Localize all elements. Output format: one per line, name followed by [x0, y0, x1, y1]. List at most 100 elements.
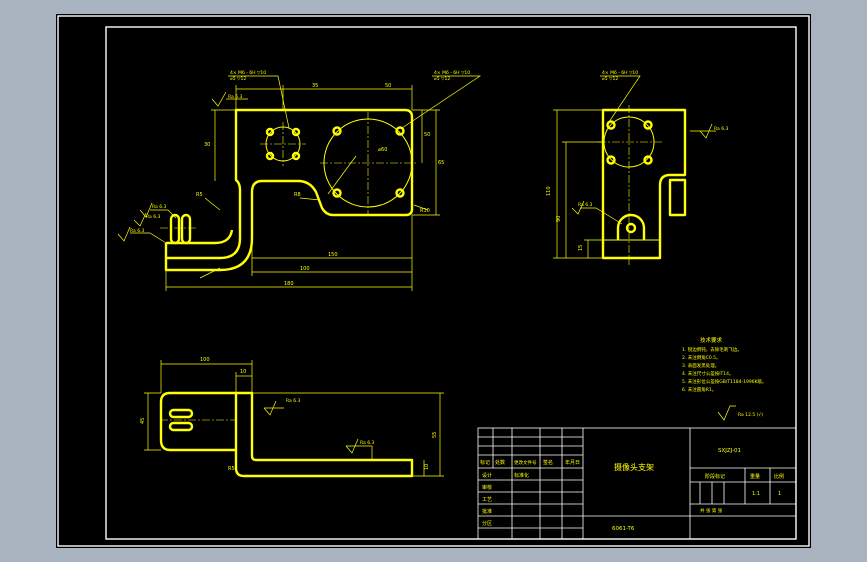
bottom-view-slot: [168, 421, 194, 432]
title-label: 分区: [482, 520, 492, 527]
roughness-label: Ra 6.3: [146, 214, 161, 220]
dim-text: R5: [196, 192, 203, 198]
front-view-slot-1: [169, 213, 181, 245]
front-view-hole: [265, 127, 275, 137]
front-view-hole: [332, 188, 342, 198]
hole-callout-left: 4× M6 - 6H ▽10: [230, 70, 266, 76]
front-view-outline: [164, 108, 414, 272]
tech-note-line: 5. 未注形位公差按GB/T1184-1996K级。: [682, 378, 767, 385]
title-label: 阶段标记: [705, 473, 725, 480]
side-view-boss: [616, 213, 646, 240]
dim-text: 50: [385, 83, 391, 89]
dim-line: [327, 155, 357, 195]
dim-text: 100: [200, 357, 210, 363]
hole-callout-2: ⌀5 ▽12: [602, 76, 618, 82]
title-label: 标准化: [514, 472, 529, 479]
front-view-hole: [332, 126, 342, 136]
front-view-hole: [395, 126, 405, 136]
leader-line: [204, 197, 221, 211]
roughness-label: Ra 6.3: [286, 398, 301, 404]
roughness-label: Ra 6.3: [714, 126, 729, 132]
bottom-view-slot: [168, 408, 194, 419]
title-label: 共 张 第 张: [700, 507, 723, 514]
dim-text: R10: [420, 208, 430, 214]
dim-text: 150: [328, 252, 338, 258]
side-view-hole: [625, 222, 637, 234]
roughness-symbol: [139, 202, 153, 218]
title-label: 更改文件号: [514, 459, 537, 466]
dim-text: 110: [546, 186, 552, 196]
side-view-outline: [601, 108, 687, 260]
dim-text: 65: [438, 160, 444, 166]
front-view-hole: [291, 127, 301, 137]
side-view-hole: [606, 120, 616, 130]
sheet-value: 1: [778, 491, 781, 497]
leader-line: [413, 204, 429, 211]
outer-frame: [57, 15, 810, 547]
bottom-view-outline: [159, 391, 414, 478]
dim-text: 35: [312, 83, 318, 89]
tech-note-line: 1. 锐边倒钝，去除毛刺飞边。: [682, 346, 742, 353]
roughness-symbol: [263, 400, 277, 416]
tech-note-line: 4. 未注尺寸公差按IT14。: [682, 370, 734, 377]
dim-text: 50: [424, 132, 430, 138]
front-view: 4× M6 - 6H ▽10 ⌀5 ▽12 4× M6 - 6H ▽10 ⌀5 …: [117, 70, 482, 291]
front-view-slot-2: [180, 213, 192, 245]
dim-text: 10: [424, 464, 430, 470]
title-label: 处数: [495, 459, 505, 466]
roughness-symbol: [133, 212, 147, 227]
tech-notes-title: 技术要求: [700, 336, 723, 344]
roughness-symbol: [699, 123, 713, 139]
title-label: 签名: [543, 459, 553, 466]
title-label: 批准: [482, 508, 492, 515]
roughness-symbol: [717, 405, 736, 421]
title-block-border: [477, 427, 797, 540]
roughness-symbol: [345, 438, 359, 454]
front-view-hole: [395, 188, 405, 198]
roughness-symbol: [117, 226, 131, 242]
hole-callout: 4× M6 - 6H ▽10: [602, 70, 638, 76]
dim-text: 30: [204, 142, 210, 148]
title-label: 重量: [750, 473, 760, 480]
scale-value: 1:1: [752, 491, 760, 497]
leader-line: [580, 207, 623, 225]
material: 6061-T6: [612, 526, 635, 532]
title-label: 比例: [774, 473, 784, 480]
hole-callout-left-2: ⌀5 ▽12: [230, 76, 246, 82]
roughness-general: Ra 12.5 (√): [738, 412, 763, 418]
roughness-label: Ra 6.3: [578, 202, 593, 208]
title-label: 标记: [480, 459, 490, 466]
dim-text: 180: [284, 281, 294, 287]
side-view-hole: [643, 155, 653, 165]
side-view-hole: [643, 120, 653, 130]
dim-text: R8: [294, 192, 301, 198]
dim-text: 100: [300, 266, 310, 272]
roughness-label: Ra 6.3: [228, 94, 243, 100]
inner-frame: [105, 26, 797, 540]
drawing-code: SXJZJ-01: [718, 448, 741, 454]
leader-line: [228, 75, 290, 129]
dim-text: 45: [140, 418, 146, 424]
title-block: 标记 处数 更改文件号 签名 年月日 设计 标准化 审核 工艺 批准 分区 摄像…: [477, 427, 797, 540]
technical-notes: 技术要求 1. 锐边倒钝，去除毛刺飞边。 2. 未注倒角C0.5。 3. 表面发…: [682, 336, 767, 421]
dim-text: 55: [432, 432, 438, 438]
roughness-symbol: [211, 91, 227, 107]
side-view: 4× M6 - 6H ▽10 ⌀5 ▽12 Ra 6.3 Ra 6.3 110 …: [546, 70, 729, 265]
dim-text: 90: [556, 216, 562, 222]
dim-text: ⌀60: [378, 147, 387, 153]
sheet-background: [56, 14, 811, 548]
leader-line: [199, 267, 221, 279]
drawing-name: 摄像头支架: [614, 462, 654, 472]
tech-note-line: 6. 未注圆角R1。: [682, 386, 716, 393]
leader-line: [299, 197, 321, 201]
side-view-flange: [668, 178, 687, 217]
tech-note-line: 2. 未注倒角C0.5。: [682, 354, 721, 361]
front-view-left-tab: [164, 229, 234, 258]
front-view-hole: [265, 151, 275, 161]
leader-line: [150, 209, 177, 219]
leader-line: [130, 232, 167, 244]
roughness-symbol: [571, 200, 585, 215]
dim-text: 15: [578, 245, 584, 251]
side-view-hole: [606, 155, 616, 165]
